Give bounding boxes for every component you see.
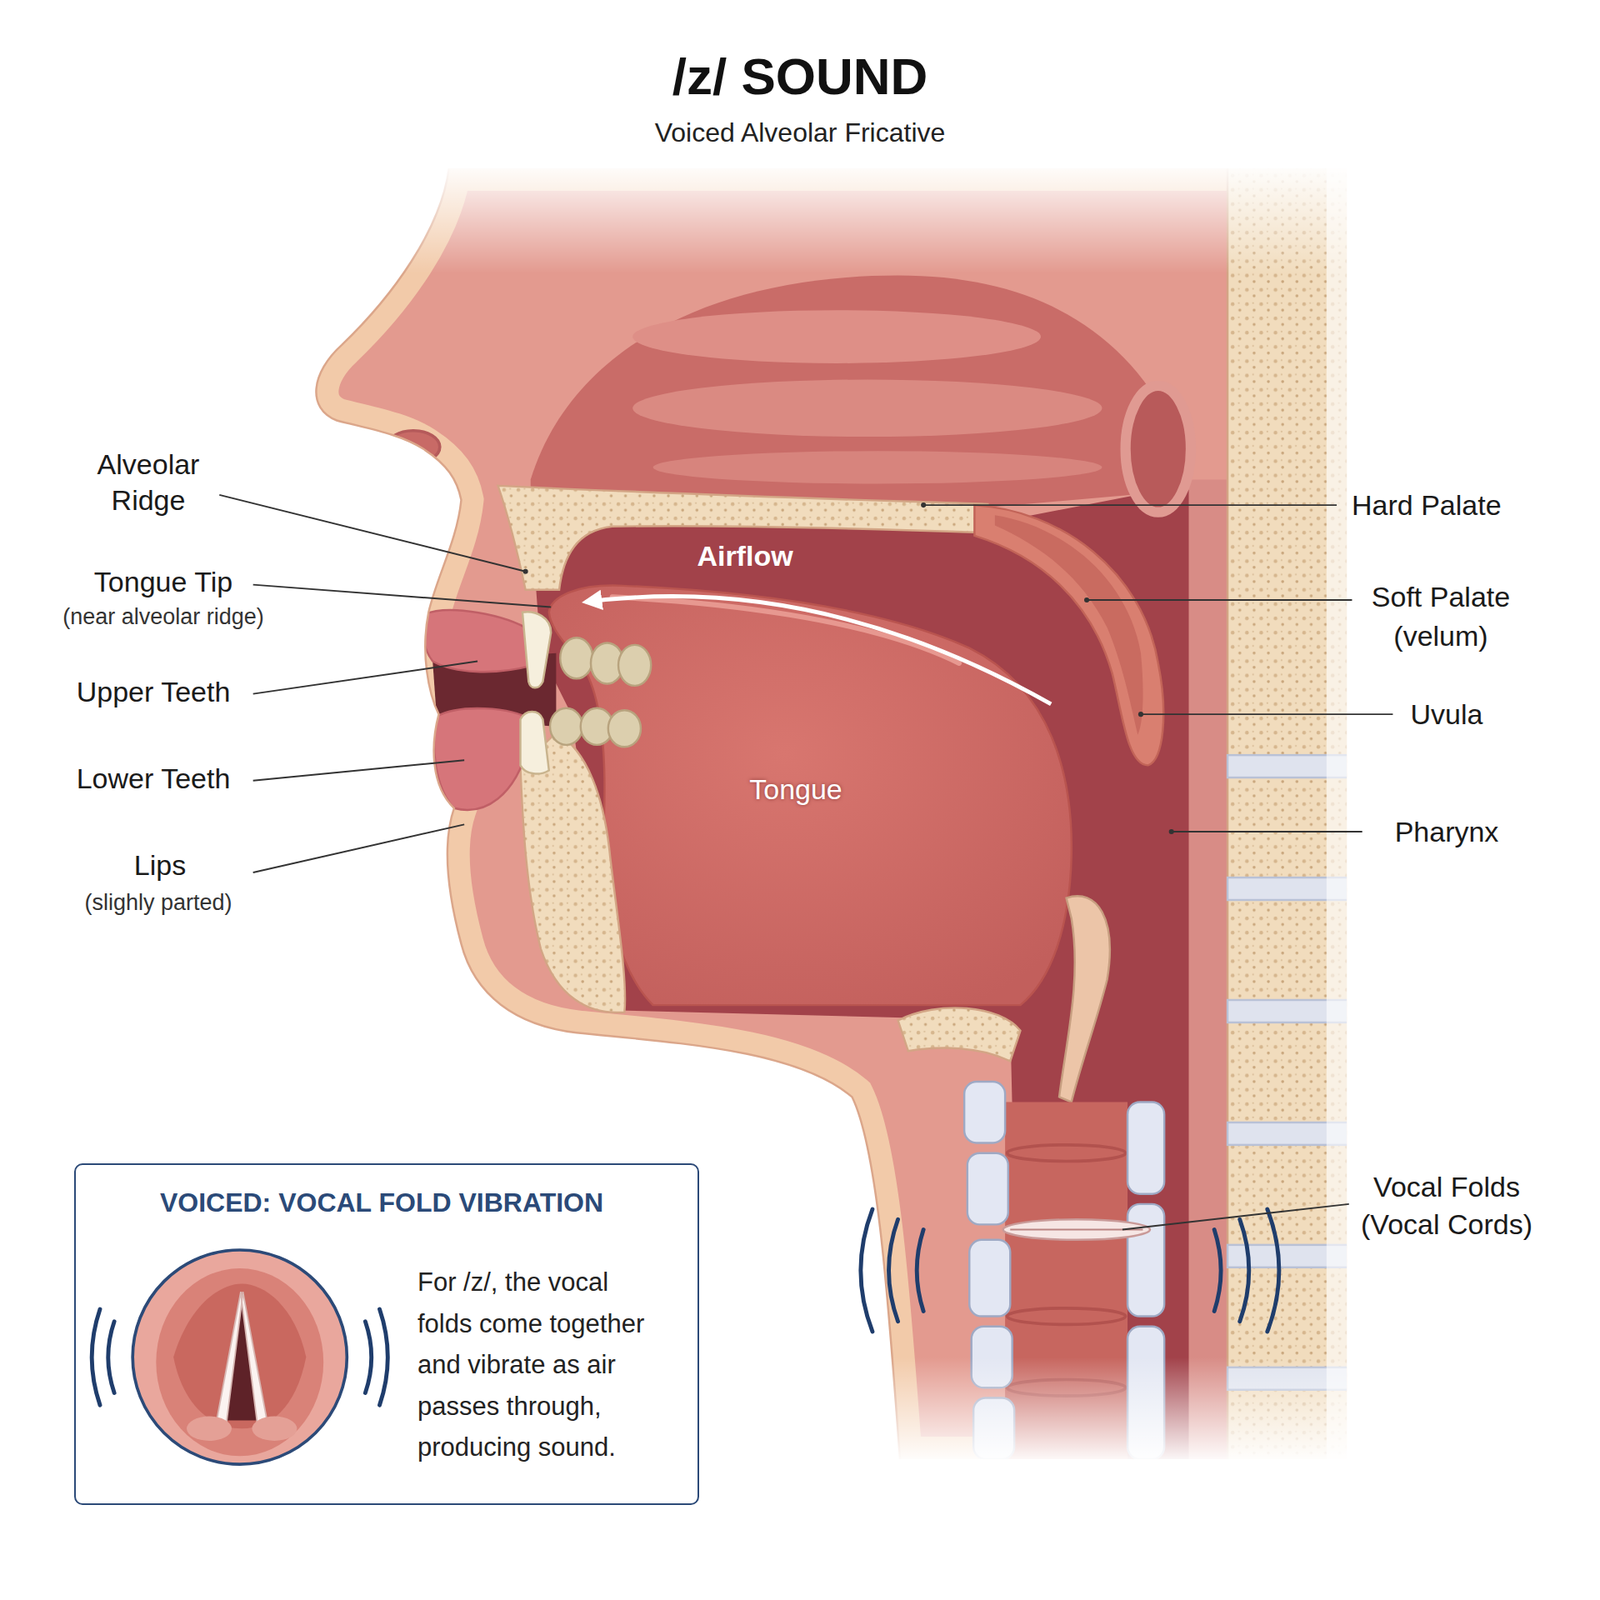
flow-label: Airflow xyxy=(696,538,793,575)
vibration-arc xyxy=(1214,1230,1221,1312)
cartilage xyxy=(1127,1204,1165,1317)
part-label: Pharynx xyxy=(1395,814,1500,850)
lower-incisor xyxy=(520,711,549,774)
fade xyxy=(714,1357,1600,1465)
part-label: Vocal Folds xyxy=(1373,1169,1520,1205)
part-note: (velum) xyxy=(1393,618,1488,655)
vocal-fold xyxy=(241,1291,268,1423)
leader-dot xyxy=(523,569,529,575)
hyoid-bone xyxy=(898,1007,1021,1061)
cartilage xyxy=(964,1081,1005,1143)
upper-incisor xyxy=(522,611,551,688)
lower-lip xyxy=(434,708,533,810)
vibration-arc xyxy=(860,1209,873,1332)
title: /z/ SOUND xyxy=(672,44,929,110)
inset-circle-border xyxy=(132,1250,347,1465)
turbinate xyxy=(653,450,1103,484)
part-label: Lips xyxy=(134,847,186,884)
vibration-arc xyxy=(1240,1219,1250,1321)
part-label: Uvula xyxy=(1410,696,1484,733)
vibration-arc xyxy=(108,1321,115,1394)
head-section xyxy=(315,163,1350,1470)
vestibular-fold xyxy=(173,1283,306,1429)
info-box: VOICED: VOCAL FOLD VIBRATION For /z/, the… xyxy=(74,1163,700,1505)
vibration-arc xyxy=(889,1219,899,1321)
arytenoid xyxy=(186,1416,232,1441)
part-note: (slighly parted) xyxy=(84,889,232,918)
fade xyxy=(1326,153,1388,1480)
part-label: Soft Palate xyxy=(1371,579,1510,615)
part-note: (Vocal Cords) xyxy=(1360,1206,1533,1243)
lower-molar xyxy=(550,708,583,745)
subtitle: Voiced Alveolar Fricative xyxy=(655,115,946,150)
turbinate xyxy=(632,310,1041,364)
leader-line xyxy=(219,495,525,572)
leader-dot xyxy=(1084,597,1090,603)
vibration-arc xyxy=(365,1321,371,1394)
leader-line xyxy=(923,504,1337,506)
leader-line xyxy=(253,585,552,608)
part-note: (near alveolar ridge) xyxy=(62,603,265,632)
trachea-ring xyxy=(1007,1308,1126,1325)
upper-molar xyxy=(618,645,651,686)
larynx-ring xyxy=(155,1268,324,1456)
part-label: Alveolar Ridge xyxy=(77,446,220,518)
vocal-fold xyxy=(216,1291,243,1423)
part-label: Tongue Tip xyxy=(94,564,233,600)
fade xyxy=(0,0,1600,164)
upper-lip xyxy=(422,610,533,672)
larynx-top-view xyxy=(155,1268,324,1456)
box-body: For /z/, the vocal folds come together a… xyxy=(417,1261,670,1469)
pharynx-wall xyxy=(1189,480,1229,1460)
leader-line xyxy=(1171,830,1363,833)
tongue xyxy=(549,585,1072,1006)
fade xyxy=(714,1463,1600,1600)
leader-line xyxy=(253,760,465,780)
leader-line xyxy=(1140,713,1393,715)
leader-line xyxy=(1086,599,1352,601)
hard-palate xyxy=(498,485,989,590)
vibration-arc xyxy=(380,1309,389,1405)
lower-molar xyxy=(608,710,641,747)
leader-line xyxy=(253,660,478,694)
box-heading: VOICED: VOCAL FOLD VIBRATION xyxy=(75,1186,688,1219)
part-label: Hard Palate xyxy=(1351,487,1502,524)
epiglottis xyxy=(1059,895,1110,1102)
leader-line xyxy=(253,824,465,873)
arytenoid xyxy=(251,1416,297,1441)
turbinate xyxy=(632,380,1102,438)
airflow-arrow xyxy=(585,596,1051,705)
organ-label: Tongue xyxy=(749,771,843,808)
cartilage xyxy=(1127,1101,1165,1194)
inset-circle xyxy=(132,1250,347,1465)
part-label: Lower Teeth xyxy=(76,760,231,797)
leader-dot xyxy=(1169,829,1175,835)
nasal-cavity xyxy=(530,275,1190,509)
leader-line xyxy=(1122,1204,1350,1230)
leader-dot xyxy=(1138,711,1144,717)
vibration-arc xyxy=(1267,1209,1280,1332)
cartilage xyxy=(967,1153,1009,1225)
vibration-arc xyxy=(916,1230,924,1312)
eustachian-opening xyxy=(1125,385,1191,513)
cartilage xyxy=(969,1240,1010,1317)
leader-dot xyxy=(920,502,926,508)
trachea-ring xyxy=(1007,1145,1126,1162)
upper-molar xyxy=(560,637,593,679)
vibration-arc xyxy=(91,1309,100,1405)
part-label: Upper Teeth xyxy=(76,674,231,710)
leader-lines xyxy=(219,495,1393,1230)
